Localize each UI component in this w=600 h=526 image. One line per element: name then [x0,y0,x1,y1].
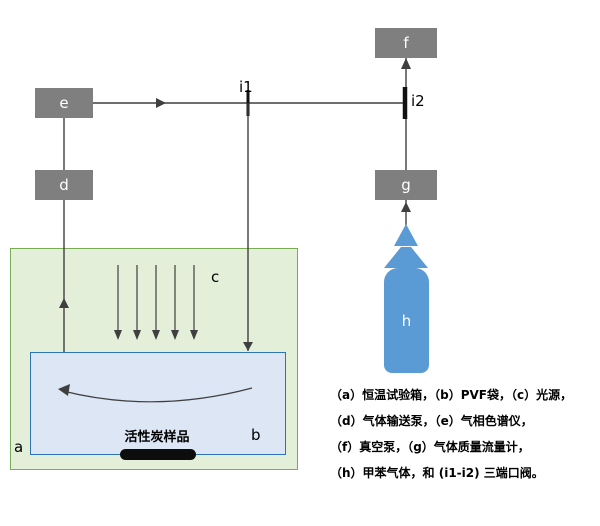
light-label-c: c [211,268,220,286]
bottle-neck [384,247,428,268]
node-f-vacuum-pump: f [375,28,437,58]
legend-line-4: （h）甲苯气体，和 (i1-i2) 三端口阀。 [330,466,544,480]
chamber-label-a: a [14,438,24,456]
node-e-label: e [59,94,69,112]
valve-i1-label: i1 [239,78,253,96]
arrow-right-e-line [156,98,166,108]
pvf-bag [30,352,286,455]
valve-i2-label: i2 [411,92,425,110]
node-g-mass-flow-meter: g [375,170,437,200]
legend-line-1: （a）恒温试验箱，（b）PVF袋，（c）光源， [330,388,573,402]
node-h-toluene-gas-bottle: h [384,268,429,373]
legend-line-2: （d）气体输送泵，（e）气相色谱仪， [330,414,533,428]
activated-carbon-sample [120,449,196,460]
node-d-gas-delivery-pump: d [35,170,93,200]
arrow-up-to-g [401,202,411,212]
node-e-gas-chromatograph: e [35,88,93,118]
legend-line-3: （f）真空泵，（g）气体质量流量计， [330,440,530,454]
node-f-label: f [403,34,409,52]
arrow-up-to-f [401,58,411,69]
node-d-label: d [59,176,69,194]
node-g-label: g [401,176,411,194]
bag-label-b: b [251,426,261,444]
activated-carbon-sample-label: 活性炭样品 [124,430,190,445]
node-h-label: h [401,311,412,330]
bottle-valve-top [394,224,418,246]
legend: （a）恒温试验箱，（b）PVF袋，（c）光源， （d）气体输送泵，（e）气相色谱… [330,382,595,486]
